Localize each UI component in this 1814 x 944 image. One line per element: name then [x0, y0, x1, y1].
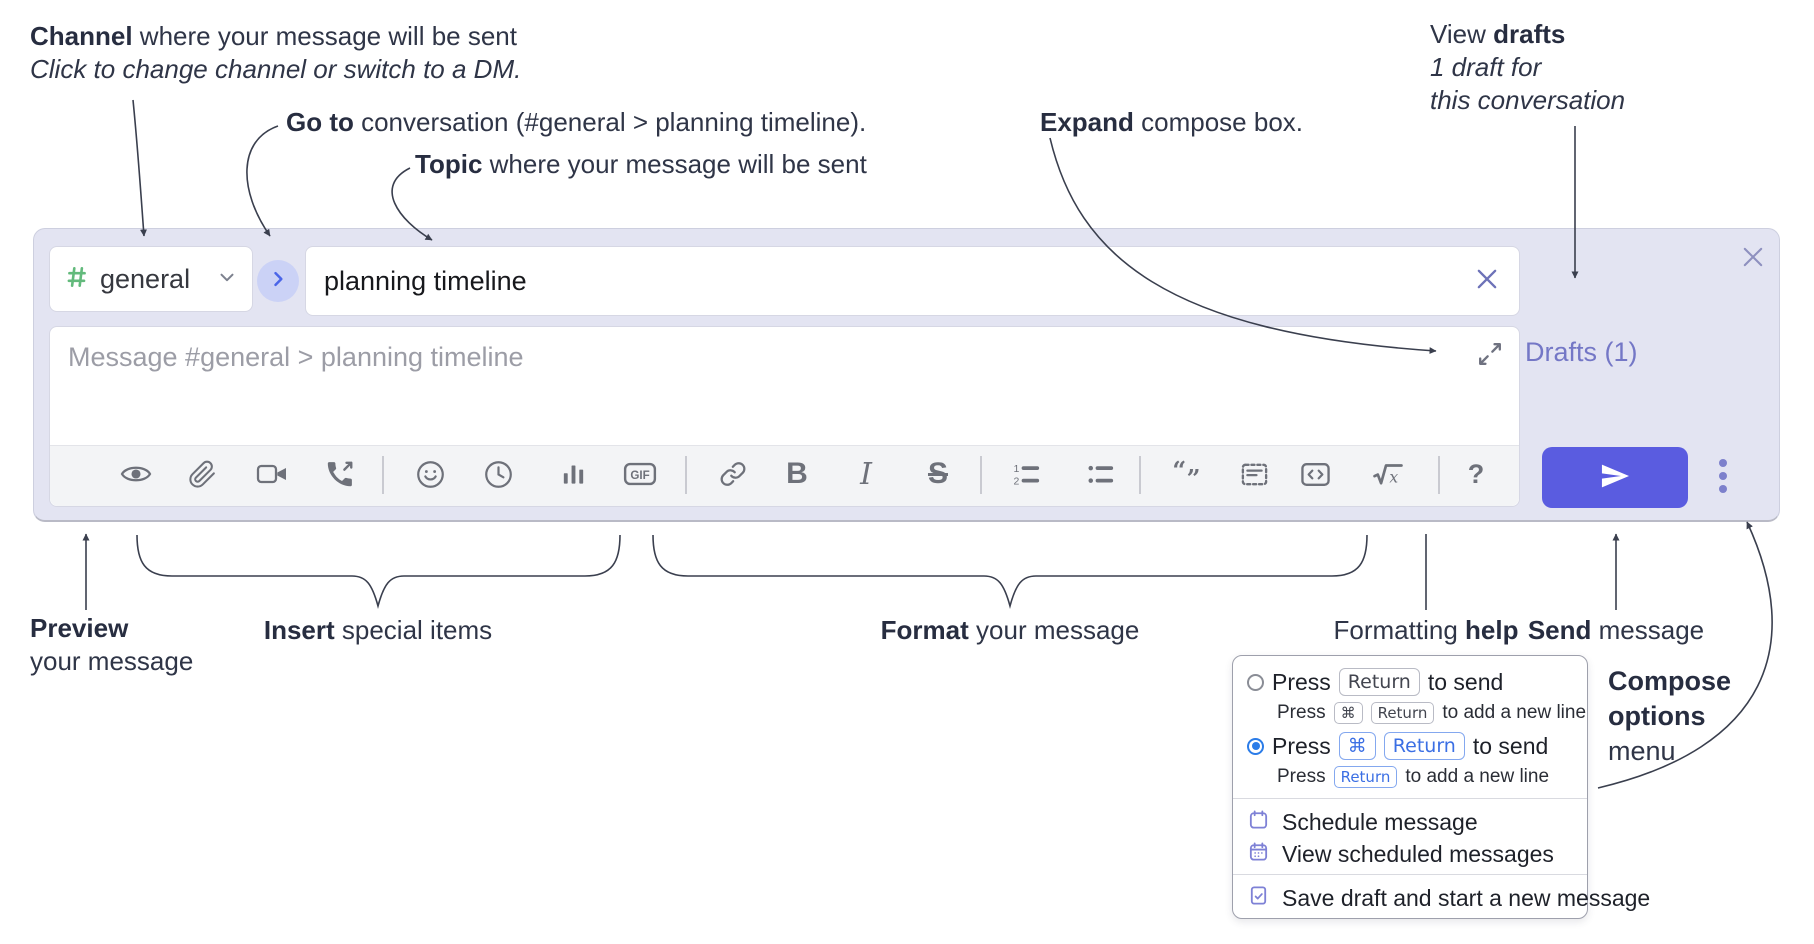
send-annotation: Send message [1527, 615, 1705, 645]
svg-text:”: ” [1187, 464, 1201, 491]
calendar-icon [1247, 808, 1270, 837]
chevron-down-icon [216, 266, 238, 293]
strikethrough-icon[interactable]: S [916, 452, 960, 496]
numbered-list-icon[interactable]: 1 2 [1004, 452, 1048, 496]
menu-item-schedule-message[interactable]: Schedule message [1247, 808, 1478, 837]
chevron-right-icon [268, 269, 288, 294]
menu-divider [1233, 798, 1587, 799]
hash-channel-icon [64, 264, 90, 295]
toolbar-divider [980, 456, 982, 494]
send-button[interactable] [1542, 447, 1688, 508]
radio-icon[interactable] [1247, 737, 1264, 755]
help-icon[interactable]: ? [1454, 452, 1498, 496]
gif-icon[interactable]: GIF [618, 452, 662, 496]
poll-icon[interactable] [551, 452, 595, 496]
radio-icon[interactable] [1247, 673, 1264, 691]
calendar-grid-icon [1247, 840, 1270, 869]
emoji-icon[interactable] [408, 452, 452, 496]
channel-arrow [132, 99, 148, 237]
expand-compose-icon[interactable] [1476, 340, 1506, 370]
draft-document-icon [1247, 884, 1270, 913]
menu-divider [1233, 874, 1587, 875]
send-option-cmd-return[interactable]: Press ⌘ Return to send [1247, 732, 1548, 760]
send-option-return-subtext: Press ⌘ Return to add a new line [1277, 702, 1587, 724]
message-placeholder: Message #general > planning timeline [68, 342, 524, 372]
goto-arrow [246, 125, 279, 237]
format-brace [652, 534, 1368, 610]
channel-selector[interactable]: general [49, 246, 253, 312]
drafts-link[interactable]: Drafts (1) [1525, 337, 1638, 367]
menu-item-save-draft[interactable]: Save draft and start a new message [1247, 884, 1650, 913]
compose-toolbar: GIF B I S 1 2 [50, 445, 1519, 506]
bold-icon[interactable]: B [775, 452, 819, 496]
message-textarea[interactable]: GIF B I S 1 2 [49, 326, 1520, 507]
channel-name: general [100, 263, 191, 294]
format-annotation: Format your message [880, 615, 1140, 645]
svg-text:GIF: GIF [630, 469, 649, 482]
quote-icon[interactable]: “ ” [1166, 452, 1210, 496]
topic-annotation: Topic where your message will be sent [415, 149, 867, 179]
preview-icon[interactable] [114, 452, 158, 496]
svg-text:“: “ [1172, 457, 1186, 484]
insert-annotation: Insert special items [263, 615, 493, 645]
audio-call-icon[interactable] [318, 452, 362, 496]
compose-options-annotation: Compose options menu [1608, 666, 1732, 766]
toolbar-divider [1139, 456, 1141, 494]
clear-topic-icon[interactable] [1473, 265, 1501, 298]
send-option-return[interactable]: Press Return to send [1247, 668, 1503, 696]
topic-value: planning timeline [324, 265, 527, 296]
compose-options-menu: Press Return to send Press ⌘ Return to a… [1232, 655, 1650, 919]
toolbar-divider [685, 456, 687, 494]
svg-text:2: 2 [1014, 475, 1020, 487]
add-global-time-icon[interactable] [476, 452, 520, 496]
menu-item-view-scheduled[interactable]: View scheduled messages [1247, 840, 1554, 869]
bulleted-list-icon[interactable] [1078, 452, 1122, 496]
toolbar-divider [1438, 456, 1440, 494]
link-icon[interactable] [711, 452, 755, 496]
svg-text:1: 1 [1014, 463, 1020, 475]
video-call-icon[interactable] [250, 452, 294, 496]
goto-annotation: Go to conversation (#general > planning … [286, 107, 867, 137]
math-icon[interactable]: x [1366, 452, 1410, 496]
compose-options-dots-icon[interactable] [1705, 455, 1741, 499]
formatting-help-annotation: Formatting help [1333, 615, 1519, 645]
expand-annotation: Expand compose box. [1040, 107, 1304, 137]
insert-brace [136, 534, 621, 610]
code-icon[interactable] [1293, 452, 1337, 496]
preview-annotation: Preview your message [30, 613, 194, 676]
italic-icon[interactable]: I [844, 452, 888, 496]
view-drafts-annotation: View drafts 1 draft for this conversatio… [1430, 19, 1626, 115]
channel-annotation: Channel where your message will be sent … [30, 21, 522, 84]
close-compose-icon[interactable] [1739, 243, 1767, 271]
send-icon [1599, 460, 1631, 495]
spoiler-icon[interactable] [1232, 452, 1276, 496]
send-option-cmd-return-subtext: Press Return to add a new line [1277, 766, 1550, 788]
go-to-conversation-button[interactable] [257, 260, 299, 302]
svg-text:x: x [1389, 469, 1398, 487]
toolbar-divider [382, 456, 384, 494]
topic-input[interactable]: planning timeline [305, 246, 1520, 316]
attach-file-icon[interactable] [180, 452, 224, 496]
